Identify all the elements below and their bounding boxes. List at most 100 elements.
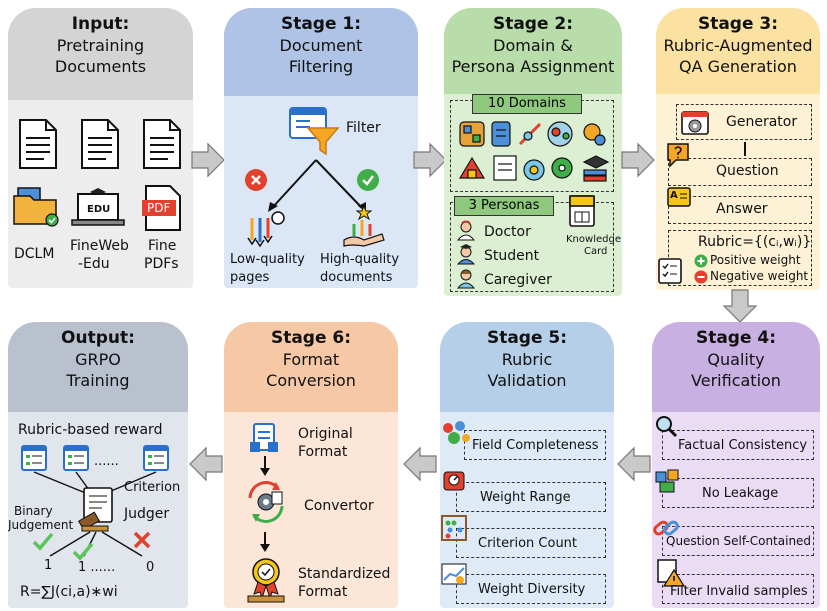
stage4-header: Stage 4: Quality Verification bbox=[652, 322, 820, 391]
check-leakage: No Leakage bbox=[702, 486, 779, 501]
document-icon bbox=[143, 119, 181, 169]
question-box bbox=[668, 158, 812, 186]
domains-badge: 10 Domains bbox=[472, 94, 582, 114]
arrow-right-icon bbox=[191, 142, 225, 178]
negative-weight-label: Negative weight bbox=[710, 269, 809, 283]
stage3-card: Stage 3: Rubric-Augmented QA Generation … bbox=[656, 8, 820, 290]
validation-box-criterion bbox=[456, 528, 606, 558]
leakage-icon bbox=[655, 469, 679, 493]
personas-badge: 3 Personas bbox=[454, 196, 554, 216]
folder-icon bbox=[13, 187, 59, 227]
positive-weight-label: Positive weight bbox=[710, 253, 801, 267]
stage6-subtitle-1: Format bbox=[282, 350, 340, 369]
arrow-down-small-icon bbox=[260, 544, 270, 552]
output-subtitle-1: GRPO bbox=[75, 350, 121, 369]
arrow-right-icon bbox=[413, 142, 447, 178]
stage4-subtitle-1: Quality bbox=[707, 350, 765, 369]
judgement-value-2: 1 ...... bbox=[78, 560, 116, 575]
output-header: Output: GRPO Training bbox=[8, 322, 188, 391]
question-icon bbox=[667, 143, 689, 168]
reject-icon bbox=[245, 169, 267, 191]
plus-icon bbox=[694, 254, 708, 268]
pdf-tag: PDF bbox=[147, 201, 171, 215]
rubric-formula: Rubric={(cᵢ,wᵢ)} bbox=[698, 234, 812, 250]
check-box-leakage bbox=[662, 478, 814, 508]
generator-box bbox=[676, 104, 812, 140]
answer-box bbox=[668, 196, 812, 224]
stage2-title: Stage 2: bbox=[492, 14, 574, 34]
scale-icon bbox=[443, 471, 465, 491]
low-quality-label-1: Low-quality bbox=[230, 252, 305, 267]
stage5-header: Stage 5: Rubric Validation bbox=[440, 322, 614, 391]
input-card: Input: Pretraining Documents EDU PDF DCL… bbox=[8, 8, 193, 288]
stage5-title: Stage 5: bbox=[486, 328, 568, 348]
reward-formula: R=∑J(ci,a)∗wi bbox=[20, 584, 118, 600]
persona-student: Student bbox=[484, 248, 540, 264]
check-self-contained: Question Self-Contained bbox=[666, 534, 812, 548]
high-quality-label-1: High-quality bbox=[320, 252, 400, 267]
stage6-title: Stage 6: bbox=[270, 328, 352, 348]
stage5-subtitle-2: Validation bbox=[487, 371, 567, 390]
output-subtitle-2: Training bbox=[66, 371, 130, 390]
arrow-down-small-icon bbox=[260, 468, 270, 476]
input-title: Input: bbox=[71, 14, 130, 34]
reward-label: Rubric-based reward bbox=[18, 422, 163, 438]
validation-box-completeness bbox=[464, 430, 606, 460]
low-quality-icon bbox=[247, 211, 285, 248]
filter-icon bbox=[289, 107, 340, 156]
check-box-factual bbox=[662, 430, 814, 460]
stage3-subtitle-2: QA Generation bbox=[679, 57, 797, 76]
check-filter: Filter Invalid samples bbox=[670, 584, 808, 599]
original-format-label-2: Format bbox=[298, 444, 348, 460]
stage6-subtitle-2: Conversion bbox=[266, 371, 356, 390]
caregiver-icon bbox=[456, 269, 476, 289]
convertor-label: Convertor bbox=[304, 498, 374, 514]
standardized-label-2: Format bbox=[298, 584, 348, 600]
validation-box-weight-range bbox=[456, 482, 606, 512]
check-icon bbox=[72, 542, 94, 561]
stage2-header: Stage 2: Domain & Persona Assignment bbox=[444, 8, 622, 77]
validation-diversity: Weight Diversity bbox=[478, 582, 586, 597]
original-format-label-1: Original bbox=[298, 426, 353, 442]
document-icon bbox=[19, 119, 57, 169]
judgement-value-1: 1 bbox=[44, 558, 53, 573]
criterion-label: Criterion bbox=[124, 480, 181, 495]
judgement-value-3: 0 bbox=[146, 560, 155, 575]
stage2-subtitle-2: Persona Assignment bbox=[451, 57, 615, 76]
accept-icon bbox=[357, 169, 379, 191]
validation-weight-range: Weight Range bbox=[480, 490, 571, 505]
source-pdfs: PDFs bbox=[144, 256, 179, 272]
pdf-icon bbox=[142, 185, 181, 231]
filter-label: Filter bbox=[346, 120, 381, 136]
knowledge-card-label-2: Card bbox=[584, 246, 608, 257]
judger-label: Judger bbox=[124, 506, 170, 522]
low-quality-label-2: pages bbox=[230, 270, 270, 285]
personas-label: 3 Personas bbox=[468, 198, 540, 213]
warning-icon bbox=[657, 559, 686, 587]
check-factual: Factual Consistency bbox=[678, 438, 808, 453]
stage1-subtitle-2: Filtering bbox=[288, 57, 354, 76]
criterion-dots: ...... bbox=[94, 454, 119, 469]
binary-label-1: Binary bbox=[14, 504, 53, 518]
answer-label: Answer bbox=[716, 201, 768, 217]
generator-label: Generator bbox=[726, 114, 798, 130]
stage4-title: Stage 4: bbox=[695, 328, 777, 348]
high-quality-label-2: documents bbox=[320, 270, 393, 285]
rubric-box bbox=[668, 230, 812, 286]
persona-caregiver: Caregiver bbox=[484, 272, 552, 288]
source-fineweb: FineWeb bbox=[70, 238, 129, 254]
stage6-header: Stage 6: Format Conversion bbox=[224, 322, 398, 391]
arrow-right-icon bbox=[621, 142, 655, 178]
link-icon bbox=[653, 520, 679, 536]
stage1-header: Stage 1: Document Filtering bbox=[224, 8, 418, 77]
source-dclm: DCLM bbox=[14, 246, 55, 262]
criterion-icon bbox=[143, 445, 169, 471]
stage1-title: Stage 1: bbox=[280, 14, 362, 34]
stage6-card: Stage 6: Format Conversion Original Form… bbox=[224, 322, 398, 608]
completeness-icon bbox=[443, 421, 470, 444]
knowledge-card-icon bbox=[569, 195, 595, 227]
check-icon bbox=[32, 532, 54, 551]
checklist-icon bbox=[658, 258, 682, 284]
arrow-left-icon bbox=[189, 446, 223, 482]
answer-icon-letter: A bbox=[670, 190, 678, 201]
